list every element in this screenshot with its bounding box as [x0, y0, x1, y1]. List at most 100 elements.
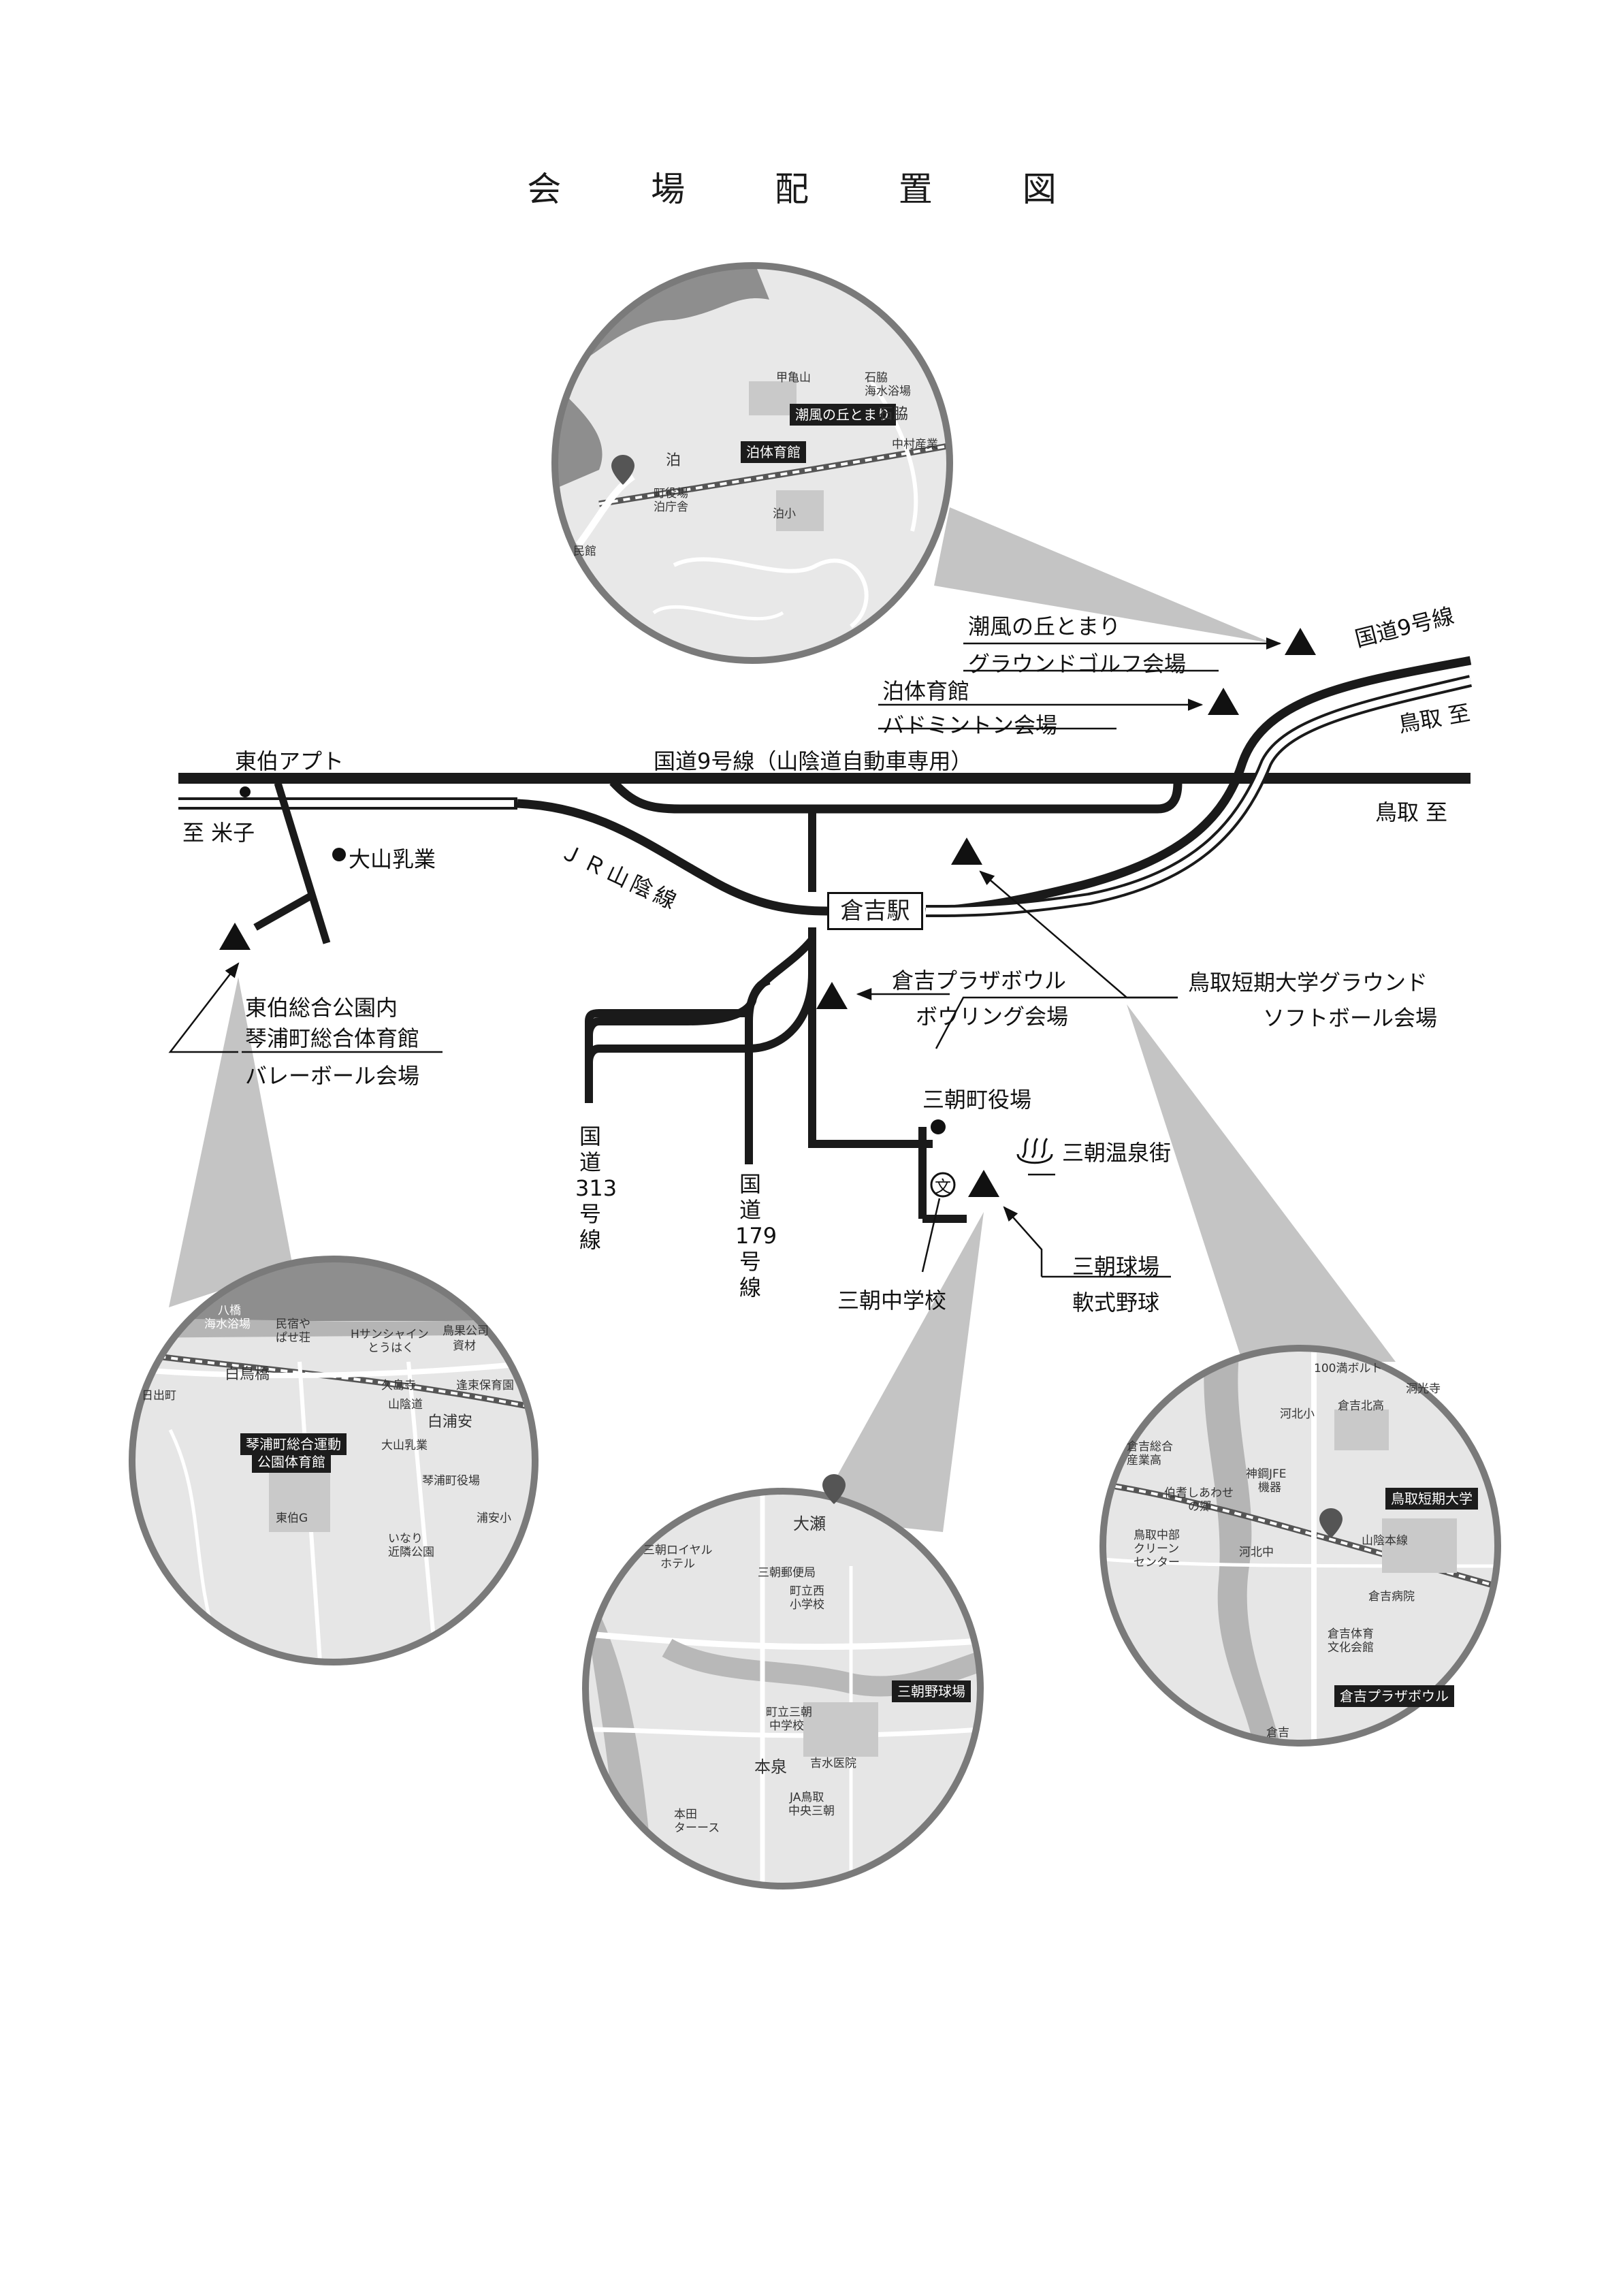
inset-label: 大山乳業	[381, 1439, 428, 1452]
triangle-touhaku-park	[219, 923, 251, 950]
inset-label: 白鳥橋	[225, 1366, 270, 1383]
inset-label: JA鳥取	[790, 1791, 824, 1804]
inset-label: 河北小	[1280, 1407, 1315, 1421]
inset-label: センター	[1134, 1556, 1180, 1569]
label-touhaku-apt: 東伯アプト	[235, 748, 344, 774]
label-daisen-milk: 大山乳業	[349, 846, 436, 872]
inset-label: 近隣公園	[388, 1546, 434, 1559]
callout-kotoura	[169, 977, 293, 1307]
inset-label: 機器	[1258, 1481, 1281, 1495]
national-route-9	[609, 656, 1472, 917]
label-misasa-jhs: 三朝中学校	[837, 1288, 947, 1313]
label-plaza-bowl-event: ボウリング会場	[916, 1004, 1069, 1030]
label-misasa-onsen: 三朝温泉街	[1062, 1140, 1172, 1166]
label-touhaku-park-1: 東伯総合公園内	[245, 995, 398, 1021]
inset-label: 民宿や	[276, 1318, 310, 1331]
inset-label: 倉吉	[1266, 1726, 1289, 1740]
inset-label: 甲亀山	[776, 371, 811, 385]
inset-label: 石脇	[878, 406, 909, 423]
callout-kurayoshi	[1127, 1004, 1396, 1362]
inset-label: 大瀬	[793, 1514, 826, 1533]
inset-label: 浦安小	[477, 1512, 511, 1525]
school-mark-icon	[930, 1172, 956, 1198]
label-tottori-college-name: 鳥取短期大学グラウンド	[1188, 970, 1428, 995]
inset-label: 琴浦町役場	[422, 1474, 480, 1488]
label-misasa-ball-event: 軟式野球	[1072, 1290, 1160, 1316]
inset-label: 中村産業	[892, 438, 938, 451]
inset-map-tomari	[551, 262, 953, 664]
inset-label: 石脇	[865, 371, 888, 385]
inset-label: 海水浴場	[865, 385, 911, 398]
inset-label: ターース	[674, 1821, 720, 1835]
inset-label: 山陰道	[388, 1398, 423, 1412]
inset-label: 町役場	[654, 487, 688, 500]
label-plaza-bowl-name: 倉吉プラザボウル	[892, 968, 1067, 993]
inset-label: 小学校	[790, 1598, 824, 1612]
label-to-yonago: 至 米子	[182, 820, 255, 846]
inset-label: 鳥果公司	[443, 1324, 489, 1338]
inset-label: 三朝ロイヤル	[643, 1544, 713, 1557]
inset-label: 本田	[674, 1808, 697, 1821]
triangle-tottori-college	[951, 838, 982, 865]
inset-label: 日出町	[142, 1389, 176, 1403]
inset-label: 100満ボルト	[1314, 1362, 1383, 1375]
onsen-icon	[1016, 1138, 1053, 1164]
inset-label: の郷	[1188, 1500, 1211, 1514]
inset-label: とうはく	[368, 1341, 414, 1355]
inset-label: 八橋	[218, 1304, 241, 1318]
inset-map-misasa	[582, 1488, 984, 1890]
triangle-tomari-gym	[1208, 688, 1239, 715]
label-shiokaze-event: グラウンドゴルフ会場	[968, 651, 1187, 677]
inset-label: 民館	[573, 545, 596, 558]
triangle-shiokaze	[1285, 628, 1316, 655]
inset-label: ホテル	[660, 1557, 695, 1571]
inset-label: 倉吉体育	[1328, 1627, 1374, 1641]
inset-label: 泊	[666, 452, 681, 469]
dot-daisen-milk	[332, 848, 346, 861]
label-tomari-gym-name: 泊体育館	[882, 678, 970, 704]
label-tottori-college-event: ソフトボール会場	[1263, 1005, 1438, 1031]
inset-label: 神鋼JFE	[1246, 1467, 1287, 1481]
dot-misasa-office	[931, 1119, 946, 1134]
inset-label: 伯耆しあわせ	[1164, 1486, 1234, 1500]
kurayoshi-station: 倉吉駅	[827, 892, 923, 930]
inset-label: 三朝郵便局	[758, 1566, 816, 1580]
inset-label: 町立西	[790, 1584, 824, 1598]
page-title: 会 場 配 置 図	[527, 170, 1096, 209]
callout-misasa	[814, 1212, 984, 1532]
inset-label: 鳥取中部	[1134, 1529, 1180, 1542]
inset-chip-tottori-college: 鳥取短期大学	[1385, 1488, 1478, 1510]
inset-label: 本泉	[754, 1757, 787, 1776]
label-misasa-office: 三朝町役場	[922, 1087, 1032, 1113]
inset-chip-plaza-bowl: 倉吉プラザボウル	[1334, 1685, 1454, 1707]
inset-label: 倉吉病院	[1368, 1590, 1415, 1604]
touhaku-roads	[253, 782, 331, 944]
inset-label: いなり	[388, 1532, 423, 1546]
inset-chip-kotoura-2: 公園体育館	[252, 1451, 331, 1473]
inset-label: 泊庁舎	[654, 500, 688, 514]
label-shiokaze-name: 潮風の丘とまり	[968, 613, 1121, 639]
inset-label: 町立三朝	[766, 1706, 812, 1719]
inset-label: 中央三朝	[788, 1804, 835, 1818]
leader-lines	[168, 637, 1282, 1278]
label-to-tottori-2: 鳥取 至	[1375, 799, 1448, 825]
svg-text:文: 文	[935, 1177, 951, 1196]
map-pin-icon	[611, 455, 1343, 1538]
inset-label: 海水浴場	[204, 1318, 251, 1331]
inset-label: 逢束保育園	[456, 1379, 514, 1392]
inset-label: 倉吉総合	[1127, 1440, 1173, 1454]
label-touhaku-park-event: バレーボール会場	[245, 1063, 420, 1089]
label-misasa-ball: 三朝球場	[1072, 1254, 1160, 1279]
inset-label: 久島寺	[381, 1379, 416, 1392]
inset-label: ぱせ荘	[276, 1331, 310, 1345]
label-tomari-gym-event: バドミントン会場	[882, 712, 1057, 738]
inset-label: 山陰本線	[1362, 1534, 1408, 1548]
dot-touhaku-apt	[240, 786, 251, 797]
inset-label: 中学校	[769, 1719, 804, 1733]
inset-label: 洞光寺	[1406, 1382, 1441, 1396]
label-expressway: 国道9号線（山陰道自動車専用）	[654, 748, 973, 774]
inset-label: 河北中	[1239, 1546, 1274, 1559]
